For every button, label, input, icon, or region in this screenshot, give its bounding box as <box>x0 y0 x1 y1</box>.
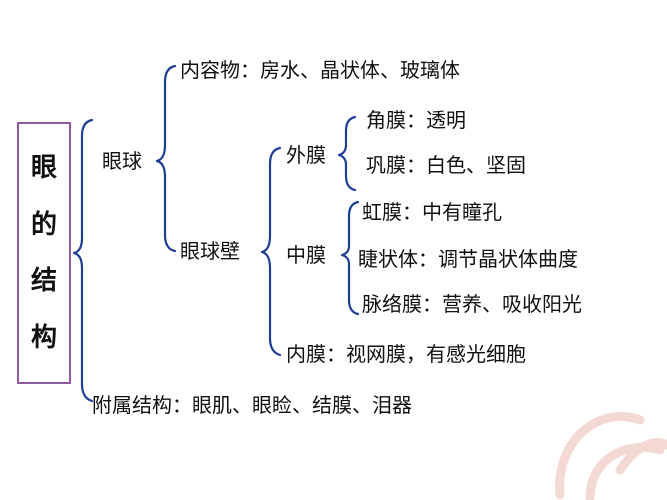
title-char: 构 <box>30 322 57 353</box>
node-choroid: 脉络膜：营养、吸收阳光 <box>362 292 582 316</box>
title-box: 眼 的 结 构 <box>17 122 71 384</box>
node-eyeball: 眼球 <box>102 149 142 173</box>
title-char: 的 <box>30 209 57 240</box>
node-ciliary-body: 睫状体：调节晶状体曲度 <box>358 247 578 271</box>
title-char: 眼 <box>30 153 57 184</box>
brace-wall <box>260 146 282 357</box>
node-cornea: 角膜：透明 <box>366 108 466 132</box>
node-contents: 内容物：房水、晶状体、玻璃体 <box>180 58 460 82</box>
node-middle-layer: 中膜 <box>286 243 326 267</box>
node-accessory: 附属结构：眼肌、眼睑、结膜、泪器 <box>92 393 412 417</box>
node-inner-layer: 内膜：视网膜，有感光细胞 <box>286 342 526 366</box>
node-eyeball-wall: 眼球壁 <box>180 239 240 263</box>
node-sclera: 巩膜：白色、坚固 <box>366 153 526 177</box>
brace-eyeball <box>155 64 177 253</box>
brace-outer <box>337 115 357 192</box>
title-char: 结 <box>30 266 57 297</box>
node-iris: 虹膜：中有瞳孔 <box>362 200 502 224</box>
node-outer-layer: 外膜 <box>286 143 326 167</box>
brace-main <box>72 118 94 403</box>
brace-middle <box>340 200 360 316</box>
